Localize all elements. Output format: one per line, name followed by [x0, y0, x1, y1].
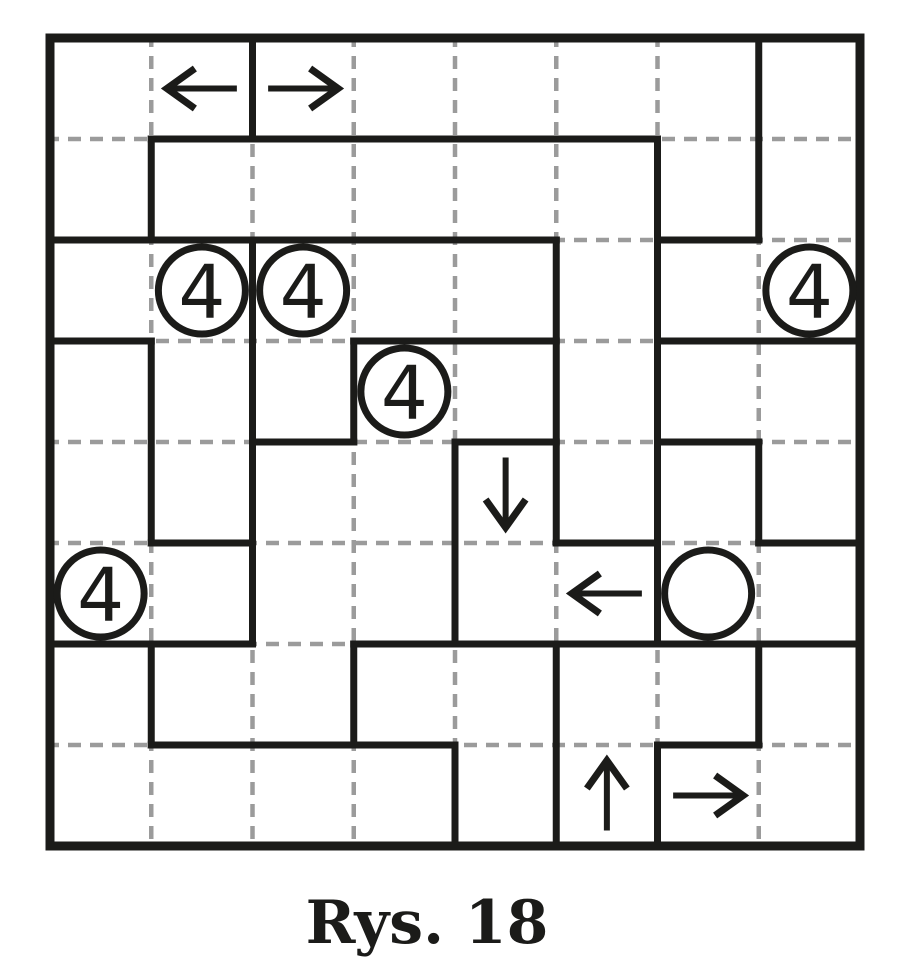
figure-caption: Rys. 18	[305, 888, 549, 958]
grid-outer-border	[45, 33, 865, 851]
clue-number: 4	[280, 250, 327, 336]
arrow-right-icon	[308, 65, 345, 112]
clue-circle	[256, 243, 351, 338]
clue-number: 4	[77, 553, 124, 639]
arrow-right-icon	[713, 772, 750, 819]
clue-circle	[53, 546, 148, 641]
clue-number: 4	[381, 351, 428, 437]
empty-circle	[661, 546, 756, 641]
arrow-down-icon	[482, 497, 529, 534]
arrow-left-icon	[160, 65, 197, 112]
clue-circle	[762, 243, 857, 338]
clue-number: 4	[786, 250, 833, 336]
arrow-left-icon	[565, 570, 602, 617]
clue-circle	[357, 344, 452, 439]
arrow-up-icon	[584, 754, 630, 791]
clue-circle	[154, 243, 249, 338]
clue-number: 4	[178, 250, 225, 336]
